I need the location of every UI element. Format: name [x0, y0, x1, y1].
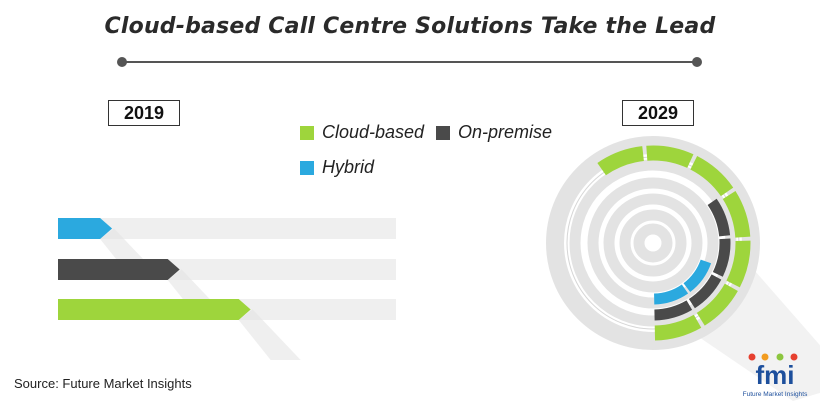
- guide-ring-2: [587, 177, 719, 309]
- legend-swatch-cloud: [300, 125, 314, 140]
- bar-track-hybrid: [58, 218, 396, 239]
- bar-cloud-based: [58, 299, 251, 320]
- source-note: Source: Future Market Insights: [14, 376, 192, 391]
- ring-cloud-based-segment-2: [726, 240, 751, 288]
- guide-ring-3: [603, 193, 703, 293]
- legend-label-cloud: Cloud-based: [322, 122, 425, 142]
- legend-label-onpremise: On-premise: [458, 122, 553, 142]
- legend-swatch-onpremise: [436, 125, 450, 140]
- legend-item-hybrid: Hybrid: [300, 157, 374, 178]
- legend-item-cloud: Cloud-based: [300, 122, 424, 143]
- legend-swatch-hybrid: [300, 160, 314, 175]
- svg-text:fmi: fmi: [756, 360, 795, 390]
- ring-cloud-based-segment-5: [646, 145, 694, 169]
- legend-label-hybrid: Hybrid: [322, 157, 375, 177]
- ring-cloud-based-segment-4: [690, 156, 734, 197]
- radial-chart-2029: [546, 136, 820, 401]
- fmi-logo: fmi Future Market Insights: [743, 353, 808, 398]
- ring-on-premise-segment-1: [688, 274, 722, 309]
- title-rule-right-dot: [692, 57, 702, 67]
- chart-title: Cloud-based Call Centre Solutions Take t…: [104, 14, 716, 39]
- title-rule-left-dot: [117, 57, 127, 67]
- ring-hybrid-segment-0: [653, 284, 689, 305]
- guide-ring-4: [619, 209, 687, 277]
- guide-ring-1: [569, 159, 737, 327]
- bar-hybrid: [58, 218, 113, 239]
- ring-hybrid-segment-1: [683, 259, 712, 292]
- ring-on-premise-segment-2: [712, 238, 731, 277]
- year-label-2029: 2029: [622, 100, 694, 126]
- bar-on-premise: [58, 259, 180, 280]
- ring-cloud-based-segment-6: [597, 146, 645, 176]
- bar-shadow-cloud-based: [238, 309, 301, 360]
- bar-chart-2019: [58, 218, 396, 360]
- year-label-2019: 2019: [108, 100, 180, 126]
- legend-item-onpremise: On-premise: [436, 122, 552, 143]
- guide-ring-0: [546, 136, 760, 350]
- ring-on-premise-segment-3: [707, 198, 731, 237]
- ring-cloud-based-segment-0: [654, 314, 702, 341]
- ring-cloud-based-segment-1: [696, 283, 738, 326]
- guide-ring-5: [633, 223, 673, 263]
- ring-cloud-based-segment-3: [722, 191, 751, 238]
- ring-on-premise-segment-0: [654, 300, 693, 321]
- svg-text:Future Market Insights: Future Market Insights: [743, 391, 808, 398]
